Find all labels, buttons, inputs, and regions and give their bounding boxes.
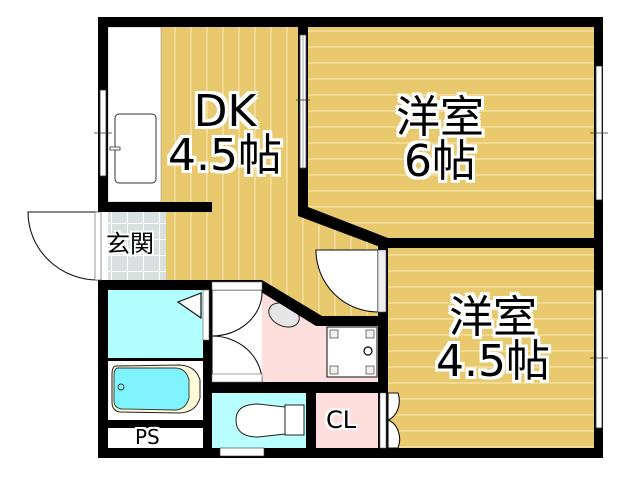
pan-drain-icon [363,346,373,356]
toilet-closet-wall [306,382,316,458]
entrance-door-swing [27,211,99,281]
windows [94,34,608,457]
pan-corner [329,365,339,375]
outer-wall-right [594,17,603,458]
bathtub-basin-icon [113,367,190,411]
dk-floor [108,27,385,320]
pan-corner [365,329,375,339]
diagonal-wall [298,207,388,248]
closet-door-lower [387,419,401,449]
western45-door-swing [315,249,379,313]
bath-ps-wall [98,420,212,428]
outer-wall-top [98,17,603,27]
wash-basin-icon [176,292,202,320]
entrance-floor [108,212,166,280]
partition-hall-western45 [378,238,388,458]
faucet-icon [109,146,121,151]
drain-icon [117,383,125,391]
doors [27,211,401,449]
partition-western6-western45 [378,238,603,248]
room-label-pipe-space: PS [135,425,160,449]
window-right-lower [595,289,603,429]
washroom-door-upper [211,289,263,337]
pan-corner [365,365,375,375]
pan-corner [329,329,339,339]
closet-door-upper [387,392,400,421]
washroom-right-wall [203,280,212,458]
western-room-6-floor [308,27,594,238]
hallway-top-wall [203,280,388,326]
toilet-bowl-icon [235,403,286,438]
hallway-bottom-wall [203,382,388,393]
fixtures [109,113,378,438]
outer-wall-left-lower [98,280,108,458]
room-label-closet: CL [326,406,357,434]
kitchen-sink-icon [114,113,157,184]
window-toilet [219,447,265,457]
entrance-bottom-wall [98,280,212,290]
room-label-entrance: 玄関 [106,230,154,258]
toilet-tank-icon [284,404,305,436]
entrance-top-wall [98,202,212,212]
pipe-space [108,428,203,448]
closet-floor [316,393,378,448]
outer-wall-bottom [98,448,603,458]
western-room-45-floor [388,248,594,448]
bath-wash-divider [108,358,203,361]
